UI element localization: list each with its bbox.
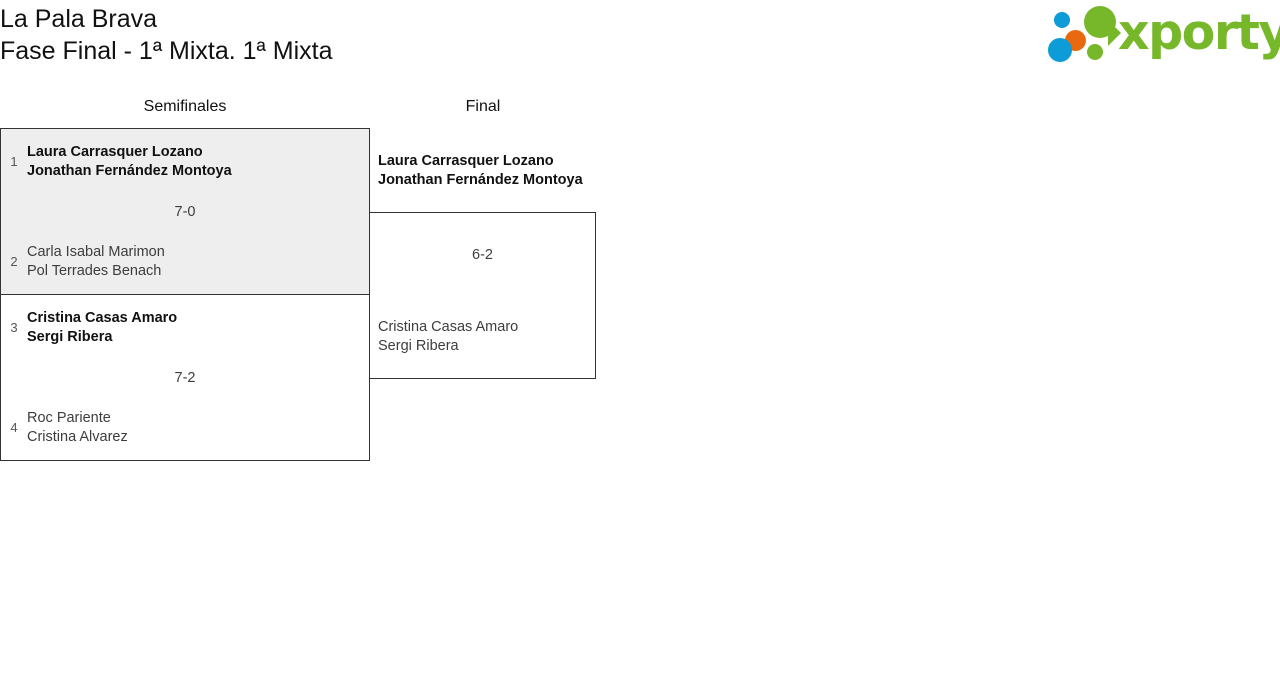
- team-names: Carla Isabal Marimon Pol Terrades Benach: [27, 243, 369, 281]
- logo-dot-blue-small-icon: [1054, 12, 1070, 28]
- tournament-bracket: 1 Laura Carrasquer Lozano Jonathan Ferná…: [0, 128, 1280, 528]
- match-team-loser[interactable]: 4 Roc Pariente Cristina Alvarez: [1, 409, 369, 447]
- round-header-final: Final: [465, 98, 501, 115]
- player-name: Cristina Alvarez: [27, 429, 128, 445]
- logo-wordmark: xporty: [1118, 4, 1280, 61]
- logo-chevron-right-icon: [1108, 20, 1121, 46]
- tournament-phase: Fase Final - 1ª Mixta. 1ª Mixta: [0, 37, 333, 65]
- player-name: Cristina Casas Amaro: [378, 319, 519, 335]
- player-name: Sergi Ribera: [378, 338, 459, 354]
- player-name: Jonathan Fernández Montoya: [378, 172, 583, 188]
- match-score: 7-0: [174, 204, 196, 220]
- match-score: 7-2: [174, 370, 196, 386]
- final-match-score: 6-2: [472, 247, 493, 263]
- team-names: Cristina Casas Amaro Sergi Ribera: [27, 309, 369, 347]
- seed-number: 2: [10, 254, 18, 269]
- final-team-loser[interactable]: Cristina Casas Amaro Sergi Ribera: [369, 318, 595, 356]
- logo-dot-blue-large-icon: [1048, 38, 1072, 62]
- match-final[interactable]: [369, 212, 596, 379]
- logo-dot-green-small-icon: [1087, 44, 1103, 60]
- match-semifinal-2[interactable]: 3 Cristina Casas Amaro Sergi Ribera 7-2 …: [0, 294, 370, 461]
- player-name: Carla Isabal Marimon: [27, 244, 165, 260]
- seed-number: 1: [10, 154, 18, 169]
- player-name: Cristina Casas Amaro: [27, 310, 178, 326]
- team-names: Cristina Casas Amaro Sergi Ribera: [369, 318, 595, 356]
- match-team-loser[interactable]: 2 Carla Isabal Marimon Pol Terrades Bena…: [1, 243, 369, 281]
- tournament-name: La Pala Brava: [0, 5, 158, 33]
- match-semifinal-1[interactable]: 1 Laura Carrasquer Lozano Jonathan Ferná…: [0, 128, 370, 295]
- round-header-semifinales: Semifinales: [143, 98, 227, 115]
- team-names: Laura Carrasquer Lozano Jonathan Fernánd…: [369, 152, 595, 190]
- player-name: Roc Pariente: [27, 410, 111, 426]
- final-team-winner[interactable]: Laura Carrasquer Lozano Jonathan Fernánd…: [369, 152, 595, 190]
- player-name: Jonathan Fernández Montoya: [27, 163, 232, 179]
- team-names: Roc Pariente Cristina Alvarez: [27, 409, 369, 447]
- seed-number: 4: [10, 420, 18, 435]
- xporty-logo[interactable]: xporty: [1046, 2, 1280, 64]
- seed-number: 3: [10, 320, 18, 335]
- player-name: Laura Carrasquer Lozano: [378, 153, 554, 169]
- match-team-winner[interactable]: 1 Laura Carrasquer Lozano Jonathan Ferná…: [1, 143, 369, 181]
- team-names: Laura Carrasquer Lozano Jonathan Fernánd…: [27, 143, 369, 181]
- match-team-winner[interactable]: 3 Cristina Casas Amaro Sergi Ribera: [1, 309, 369, 347]
- player-name: Pol Terrades Benach: [27, 263, 162, 279]
- player-name: Sergi Ribera: [27, 329, 113, 345]
- page-title: La Pala Brava Fase Final - 1ª Mixta. 1ª …: [0, 3, 332, 67]
- page-header: La Pala Brava Fase Final - 1ª Mixta. 1ª …: [0, 0, 1280, 80]
- player-name: Laura Carrasquer Lozano: [27, 144, 203, 160]
